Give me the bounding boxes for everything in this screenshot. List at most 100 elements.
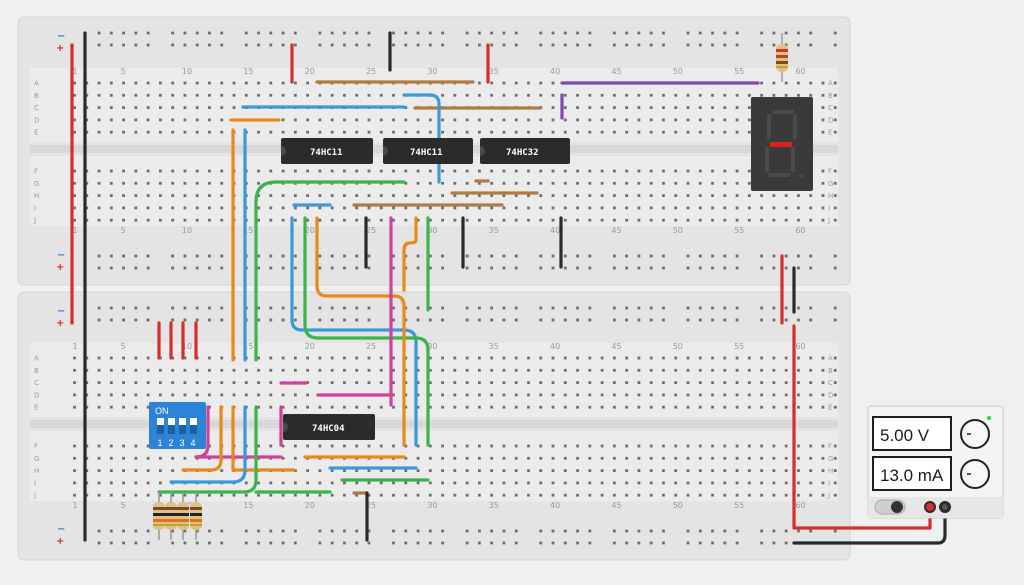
chip-label: 74HC11 [310,148,343,158]
column-number: 50 [673,67,683,76]
column-number: 35 [489,342,499,351]
column-number: 25 [366,342,376,351]
row-letter: C [34,104,39,112]
column-number: 50 [673,226,683,235]
column-number: 55 [734,501,744,510]
breadboard-labels: 5510101515202025253030353540404545505055… [33,67,833,510]
wire-green[interactable] [303,216,430,447]
column-number: 55 [734,342,744,351]
row-letter: J [827,492,830,500]
wire-blue[interactable] [169,405,247,484]
dip-on-label: ON [155,406,169,416]
row-letter: F [828,168,832,176]
column-number: 15 [243,501,253,510]
resistor-top[interactable] [776,33,788,82]
wire-green[interactable] [157,405,258,494]
row-letter: H [34,467,39,475]
dip-position-label: 4 [191,438,196,448]
resistors-bottom[interactable] [153,492,202,540]
column-number: 15 [243,67,253,76]
segment-dp [799,174,803,178]
row-letter: A [34,355,39,363]
column-number: 20 [305,226,315,235]
wire-orange[interactable] [402,216,418,292]
column-number: 1 [73,342,78,351]
row-letter: G [828,180,833,188]
column-number: 55 [734,226,744,235]
resistor[interactable] [165,492,177,540]
segments [765,110,803,178]
row-letter: C [34,379,39,387]
chip-label: 74HC04 [312,424,345,434]
row-letter: E [34,404,38,412]
row-letter: I [828,479,830,487]
dip-toggle-3[interactable]: 3 [179,418,186,448]
column-number: 20 [305,67,315,76]
voltage-knob[interactable] [960,419,990,449]
column-number: 1 [73,67,78,76]
column-number: 40 [550,501,560,510]
row-letter: J [33,492,36,500]
dip-toggle-1[interactable]: 1 [157,418,164,448]
wire-orange[interactable] [231,405,296,472]
dip-position-label: 1 [158,438,163,448]
column-number: 5 [121,67,126,76]
column-number: 5 [121,342,126,351]
column-number: 10 [182,226,192,235]
segment-e [765,147,769,172]
ic-74hc32[interactable]: 74HC32 [480,138,570,164]
column-number: 45 [611,226,621,235]
column-number: 25 [366,67,376,76]
column-number: 45 [611,342,621,351]
ic-74hc11-b[interactable]: 74HC11 [383,138,473,164]
wire-black[interactable] [792,505,947,545]
dip-position-label: 3 [180,438,185,448]
rail-signs: − + − + − + − + [56,31,65,547]
column-number: 10 [182,67,192,76]
resistor[interactable] [153,492,165,540]
row-letter: A [34,80,39,88]
column-number: 20 [305,501,315,510]
column-number: 25 [366,226,376,235]
segment-d [768,173,790,177]
column-number: 10 [182,342,192,351]
rail-minus-label: − [57,524,65,535]
ic-74hc04[interactable]: 74HC04 [283,414,375,440]
wire-blue[interactable] [402,93,441,184]
row-letter: B [34,92,39,100]
row-letter: C [828,104,833,112]
row-letter: B [34,367,39,375]
rail-plus-label: + [56,536,64,547]
column-number: 50 [673,342,683,351]
rail-minus-label: − [57,306,65,317]
wire-orange[interactable] [181,405,223,472]
row-letter: D [34,391,39,399]
seven-segment-display[interactable] [751,97,813,191]
row-letter: A [828,80,833,88]
chip-label: 74HC11 [410,148,443,158]
column-number: 60 [795,501,805,510]
wires[interactable] [70,31,947,545]
row-letter: J [827,217,830,225]
column-number: 30 [427,67,437,76]
dip-toggle-2[interactable]: 2 [168,418,175,448]
power-supply[interactable]: 5.00 V 13.0 mA [867,405,1004,519]
breadboard-bottom[interactable] [17,291,851,561]
dip-toggle-4[interactable]: 4 [190,418,197,448]
segment-f [767,114,771,139]
column-number: 40 [550,342,560,351]
column-number: 35 [489,226,499,235]
column-number: 45 [611,67,621,76]
column-number: 15 [243,226,253,235]
resistor[interactable] [190,492,202,540]
resistor[interactable] [177,492,189,540]
dip-position-label: 2 [169,438,174,448]
row-letter: J [33,217,36,225]
wire-orange[interactable] [315,216,406,447]
current-knob[interactable] [960,459,990,489]
wire-green[interactable] [254,180,406,362]
ic-74hc11-a[interactable]: 74HC11 [281,138,373,164]
